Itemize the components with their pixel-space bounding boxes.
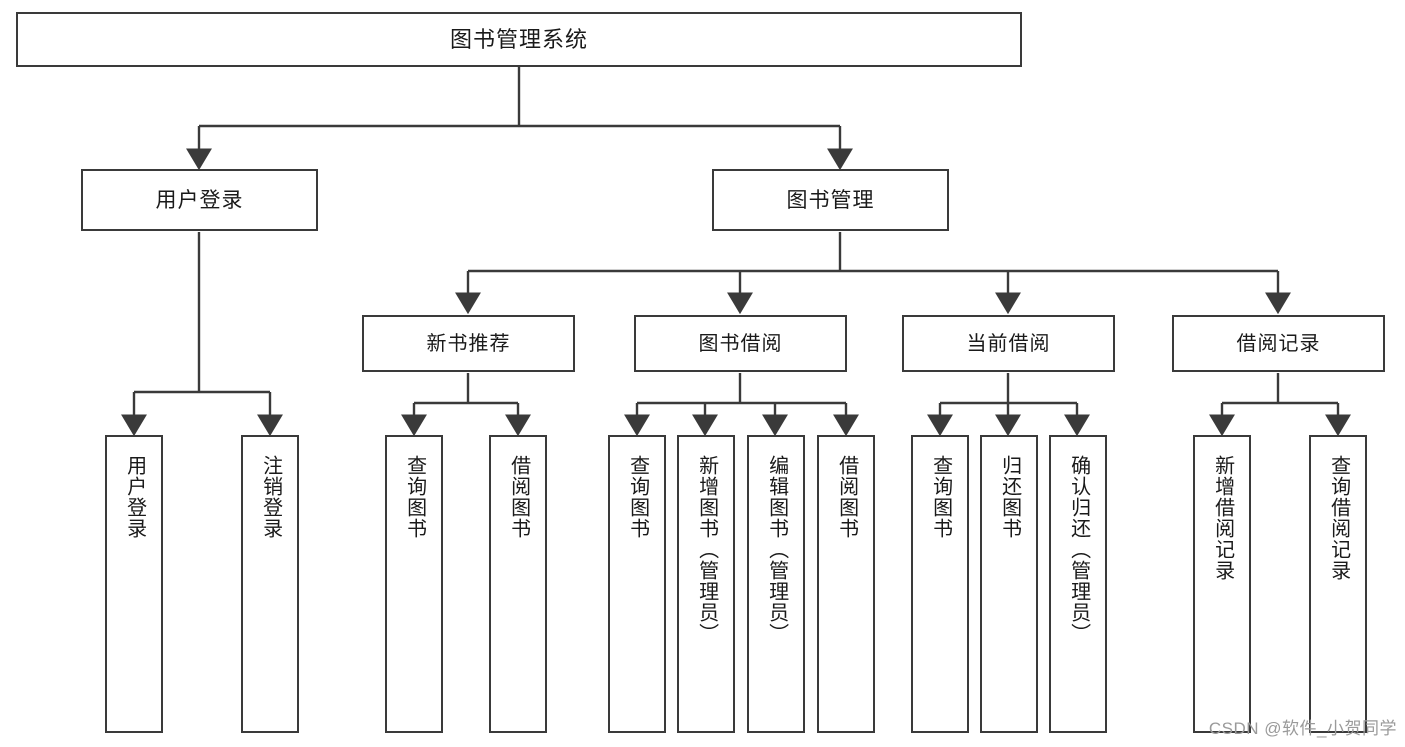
node-book-borrow[interactable]: 图书借阅	[634, 315, 847, 372]
node-user-login[interactable]: 用户登录	[81, 169, 318, 231]
node-current-borrow-label: 当前借阅	[966, 332, 1051, 355]
node-new-book-recommend-label: 新书推荐	[426, 332, 511, 355]
node-book-manage-label: 图书管理	[786, 188, 875, 212]
node-leaf-query-record[interactable]: 查询借阅记录	[1309, 435, 1367, 733]
node-leaf-add-book[interactable]: 新增图书（管理员）	[677, 435, 735, 733]
node-leaf-query-book-1[interactable]: 查询图书	[385, 435, 443, 733]
node-leaf-query-book-1-label: 查询图书	[403, 455, 426, 539]
node-leaf-query-record-label: 查询借阅记录	[1327, 455, 1350, 581]
node-leaf-logout[interactable]: 注销登录	[241, 435, 299, 733]
node-leaf-borrow-book-2[interactable]: 借阅图书	[817, 435, 875, 733]
node-leaf-logout-label: 注销登录	[259, 455, 282, 539]
node-leaf-confirm-return-label: 确认归还（管理员）	[1067, 455, 1090, 644]
node-leaf-confirm-return[interactable]: 确认归还（管理员）	[1049, 435, 1107, 733]
node-borrow-record-label: 借阅记录	[1236, 332, 1321, 355]
node-leaf-borrow-book-1-label: 借阅图书	[507, 455, 530, 539]
node-new-book-recommend[interactable]: 新书推荐	[362, 315, 575, 372]
node-leaf-user-login-label: 用户登录	[123, 455, 146, 539]
node-leaf-return-book[interactable]: 归还图书	[980, 435, 1038, 733]
node-leaf-user-login[interactable]: 用户登录	[105, 435, 163, 733]
watermark: CSDN @软件_小贺同学	[1208, 719, 1397, 738]
node-root-label: 图书管理系统	[449, 26, 588, 52]
node-user-login-label: 用户登录	[155, 188, 244, 212]
node-borrow-record[interactable]: 借阅记录	[1172, 315, 1385, 372]
node-leaf-edit-book[interactable]: 编辑图书（管理员）	[747, 435, 805, 733]
node-leaf-borrow-book-1[interactable]: 借阅图书	[489, 435, 547, 733]
node-leaf-query-book-2-label: 查询图书	[626, 455, 649, 539]
node-book-borrow-label: 图书借阅	[698, 332, 783, 355]
node-leaf-query-book-3[interactable]: 查询图书	[911, 435, 969, 733]
node-current-borrow[interactable]: 当前借阅	[902, 315, 1115, 372]
node-leaf-borrow-book-2-label: 借阅图书	[835, 455, 858, 539]
node-leaf-add-book-label: 新增图书（管理员）	[695, 455, 718, 644]
node-leaf-query-book-2[interactable]: 查询图书	[608, 435, 666, 733]
node-leaf-return-book-label: 归还图书	[998, 455, 1021, 539]
node-book-manage[interactable]: 图书管理	[712, 169, 949, 231]
node-root[interactable]: 图书管理系统	[16, 12, 1022, 67]
node-leaf-edit-book-label: 编辑图书（管理员）	[765, 455, 788, 644]
node-leaf-add-record[interactable]: 新增借阅记录	[1193, 435, 1251, 733]
node-leaf-add-record-label: 新增借阅记录	[1211, 455, 1234, 581]
node-leaf-query-book-3-label: 查询图书	[929, 455, 952, 539]
